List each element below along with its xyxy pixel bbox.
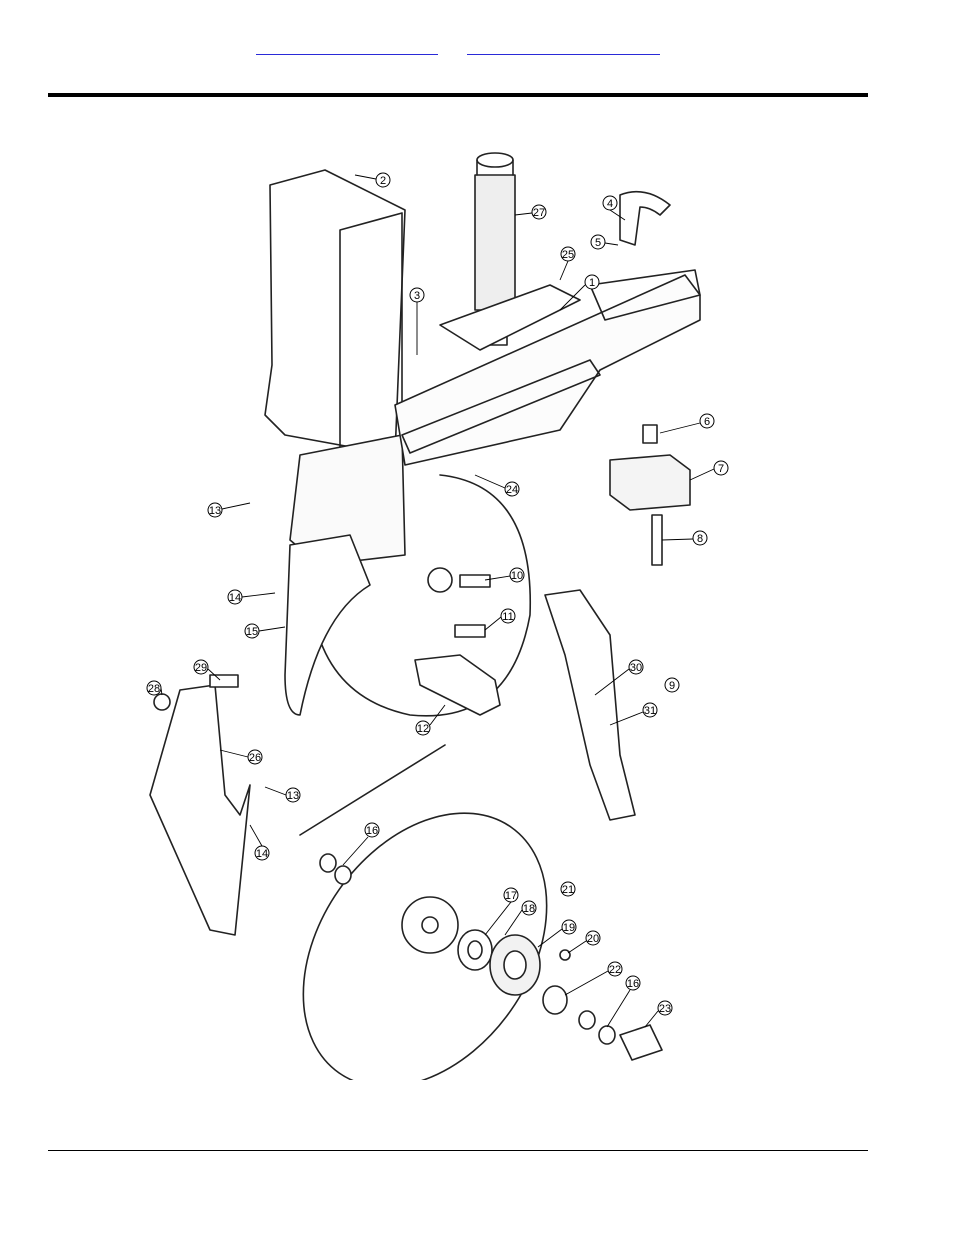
- svg-text:11: 11: [502, 611, 513, 623]
- svg-text:2: 2: [380, 175, 386, 187]
- svg-text:31: 31: [644, 705, 656, 717]
- svg-text:16: 16: [366, 825, 378, 837]
- callout-16a: 16: [364, 822, 380, 838]
- callout-23: 23: [657, 1000, 673, 1016]
- callout-31: 31: [642, 702, 658, 718]
- callout-10: 10: [509, 567, 525, 583]
- callout-12: 12: [415, 720, 431, 736]
- callout-30: 30: [628, 659, 644, 675]
- header-rule: [48, 93, 868, 97]
- callout-20: 20: [585, 930, 601, 946]
- callout-21: 21: [560, 881, 576, 897]
- svg-text:14: 14: [256, 848, 268, 860]
- svg-text:19: 19: [563, 922, 575, 934]
- exploded-view-drawing: 1 2 3 4 5 6 7 8 9 10 11 12 13 13 14 14 1…: [146, 152, 729, 1088]
- svg-text:3: 3: [414, 290, 420, 302]
- callout-24: 24: [504, 481, 520, 497]
- callout-7: 7: [713, 460, 729, 476]
- callout-26: 26: [247, 749, 263, 765]
- callout-25: 25: [560, 246, 576, 262]
- svg-text:9: 9: [669, 680, 675, 692]
- callout-3: 3: [409, 287, 425, 303]
- callout-14a: 14: [227, 589, 243, 605]
- svg-text:21: 21: [562, 884, 574, 896]
- svg-text:26: 26: [249, 752, 261, 764]
- svg-text:14: 14: [229, 592, 241, 604]
- callout-8: 8: [692, 530, 708, 546]
- callout-6: 6: [699, 413, 715, 429]
- svg-text:15: 15: [246, 626, 258, 638]
- parts-diagram: 1 2 3 4 5 6 7 8 9 10 11 12 13 13 14 14 1…: [140, 135, 740, 1088]
- svg-text:13: 13: [287, 790, 299, 802]
- header-links: [0, 42, 954, 60]
- svg-text:1: 1: [589, 277, 595, 289]
- svg-text:24: 24: [506, 484, 518, 496]
- callout-5: 5: [590, 234, 606, 250]
- nav-link-2[interactable]: [467, 42, 660, 55]
- callout-9: 9: [664, 677, 680, 693]
- callout-29: 29: [193, 659, 209, 675]
- svg-text:5: 5: [595, 237, 601, 249]
- callout-17: 17: [503, 887, 519, 903]
- nav-link-1[interactable]: [256, 42, 438, 55]
- callout-14b: 14: [254, 845, 270, 861]
- callout-1: 1: [584, 274, 600, 290]
- callout-27: 27: [531, 204, 547, 220]
- callout-18: 18: [521, 900, 537, 916]
- callout-16b: 16: [625, 975, 641, 991]
- svg-text:28: 28: [148, 683, 160, 695]
- svg-text:20: 20: [587, 933, 599, 945]
- callout-13a: 13: [207, 502, 223, 518]
- callout-15: 15: [244, 623, 260, 639]
- svg-text:6: 6: [704, 416, 710, 428]
- svg-text:30: 30: [630, 662, 642, 674]
- svg-text:16: 16: [627, 978, 639, 990]
- callout-11: 11: [500, 608, 516, 624]
- callout-22: 22: [607, 961, 623, 977]
- svg-text:22: 22: [609, 964, 621, 976]
- svg-text:27: 27: [533, 207, 545, 219]
- svg-text:10: 10: [511, 570, 523, 582]
- svg-text:23: 23: [659, 1003, 671, 1015]
- footer-rule: [48, 1150, 868, 1151]
- svg-text:12: 12: [417, 723, 429, 735]
- svg-text:8: 8: [697, 533, 703, 545]
- callout-4: 4: [602, 195, 618, 211]
- svg-text:7: 7: [718, 463, 724, 475]
- svg-text:17: 17: [505, 890, 517, 902]
- svg-text:25: 25: [562, 249, 574, 261]
- callout-2: 2: [375, 172, 391, 188]
- svg-text:4: 4: [607, 198, 613, 210]
- svg-text:29: 29: [195, 662, 207, 674]
- callout-13b: 13: [285, 787, 301, 803]
- callout-28: 28: [146, 680, 162, 696]
- svg-text:18: 18: [523, 903, 535, 915]
- callout-19: 19: [561, 919, 577, 935]
- svg-text:13: 13: [209, 505, 221, 517]
